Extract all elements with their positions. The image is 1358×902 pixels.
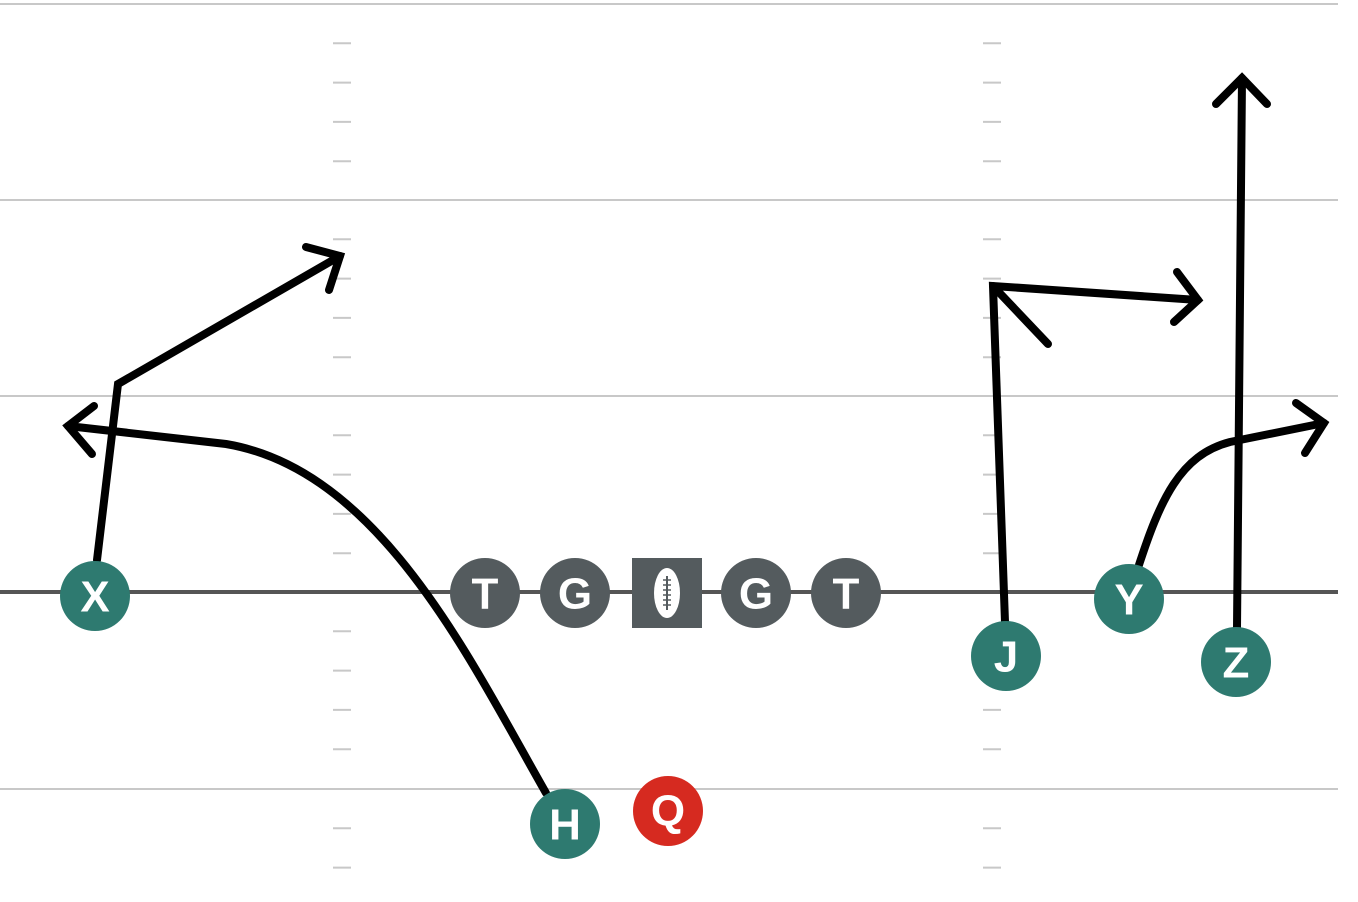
player-label: G [739, 570, 773, 619]
z-route [1233, 74, 1246, 632]
left-tackle: T [450, 558, 520, 628]
player-circle [540, 558, 610, 628]
player-z: Z [1201, 627, 1271, 697]
player-circle [60, 561, 130, 631]
player-label: T [833, 570, 860, 619]
x-route-arrowhead [302, 243, 346, 294]
player-label: J [994, 633, 1018, 682]
player-y: Y [1094, 564, 1164, 634]
player-circle [450, 558, 520, 628]
player-circle [530, 789, 600, 859]
offensive-line: T G G T [450, 558, 881, 628]
h-route [64, 422, 550, 797]
hash-marks [333, 42, 1001, 869]
y-route [1134, 419, 1328, 572]
x-route [93, 252, 344, 564]
player-circle [721, 558, 791, 628]
center [632, 558, 702, 628]
j-route-hook [989, 282, 1052, 348]
player-q: Q [633, 776, 703, 846]
player-label: G [558, 570, 592, 619]
skill-players: X H Q J Y Z [60, 561, 1271, 859]
right-tackle: T [811, 558, 881, 628]
player-label: Y [1114, 576, 1143, 625]
player-j: J [971, 621, 1041, 691]
h-route-arrowhead [62, 402, 98, 458]
right-guard: G [721, 558, 791, 628]
player-circle [971, 621, 1041, 691]
routes [62, 72, 1330, 797]
player-circle [1201, 627, 1271, 697]
player-circle [633, 776, 703, 846]
player-label: T [472, 570, 499, 619]
j-route-arrowhead [1170, 268, 1204, 326]
player-label: X [80, 573, 109, 622]
player-x: X [60, 561, 130, 631]
player-label: H [549, 801, 581, 850]
y-route-arrowhead [1292, 399, 1330, 457]
left-guard: G [540, 558, 610, 628]
player-h: H [530, 789, 600, 859]
z-route-arrowhead [1212, 72, 1271, 108]
player-circle [811, 558, 881, 628]
player-label: Q [651, 787, 685, 836]
player-circle [1094, 564, 1164, 634]
player-label: Z [1223, 639, 1250, 688]
football-icon [654, 568, 680, 618]
